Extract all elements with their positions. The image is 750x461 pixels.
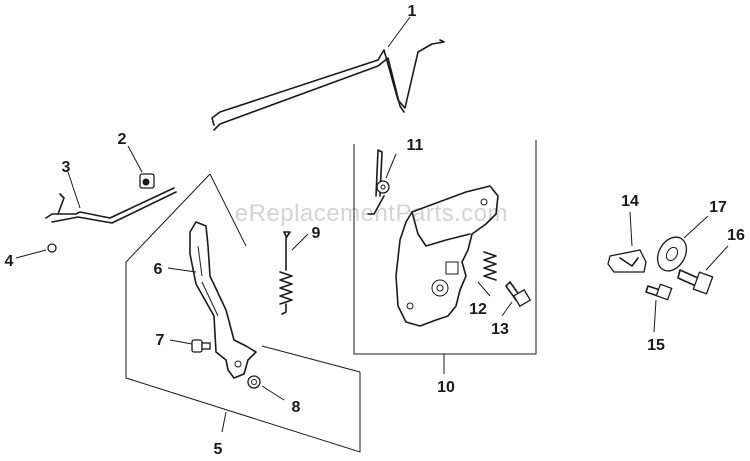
callout-7: 7 <box>156 332 165 349</box>
callout-9: 9 <box>312 225 321 242</box>
part-14-retainer <box>607 211 647 273</box>
callout-6: 6 <box>154 261 163 278</box>
part-4-nut <box>15 243 57 259</box>
callout-3: 3 <box>62 159 71 176</box>
callout-1: 1 <box>408 3 417 20</box>
callout-13: 13 <box>491 321 509 338</box>
part-9-spring <box>279 231 309 315</box>
callout-17: 17 <box>709 199 727 216</box>
part-17-washer <box>656 215 709 272</box>
callout-12: 12 <box>469 301 487 318</box>
part-10-bracket-plate <box>395 185 499 327</box>
part-16-bolt <box>677 245 729 295</box>
callout-14: 14 <box>621 193 639 210</box>
part-7-bolt <box>169 339 211 353</box>
part-2-clip <box>127 145 155 189</box>
callout-5: 5 <box>214 441 223 458</box>
part-6-lever <box>167 221 257 379</box>
callout-15: 15 <box>647 337 665 354</box>
part-1-rod <box>211 16 445 131</box>
callout-8: 8 <box>292 399 301 416</box>
part-3-rod <box>45 171 177 224</box>
part-8-nut <box>247 375 285 401</box>
part-10-assembly-box <box>353 140 537 374</box>
part-5-assembly-box <box>125 173 361 453</box>
callout-16: 16 <box>727 227 745 244</box>
callout-11: 11 <box>407 137 424 154</box>
callout-4: 4 <box>5 253 14 270</box>
part-12-spring <box>477 251 497 297</box>
part-15-bolt <box>645 283 673 333</box>
part-11-spring-clip <box>367 149 397 215</box>
callout-10: 10 <box>437 379 455 396</box>
callout-2: 2 <box>118 131 127 148</box>
part-13-bolt <box>501 281 532 317</box>
